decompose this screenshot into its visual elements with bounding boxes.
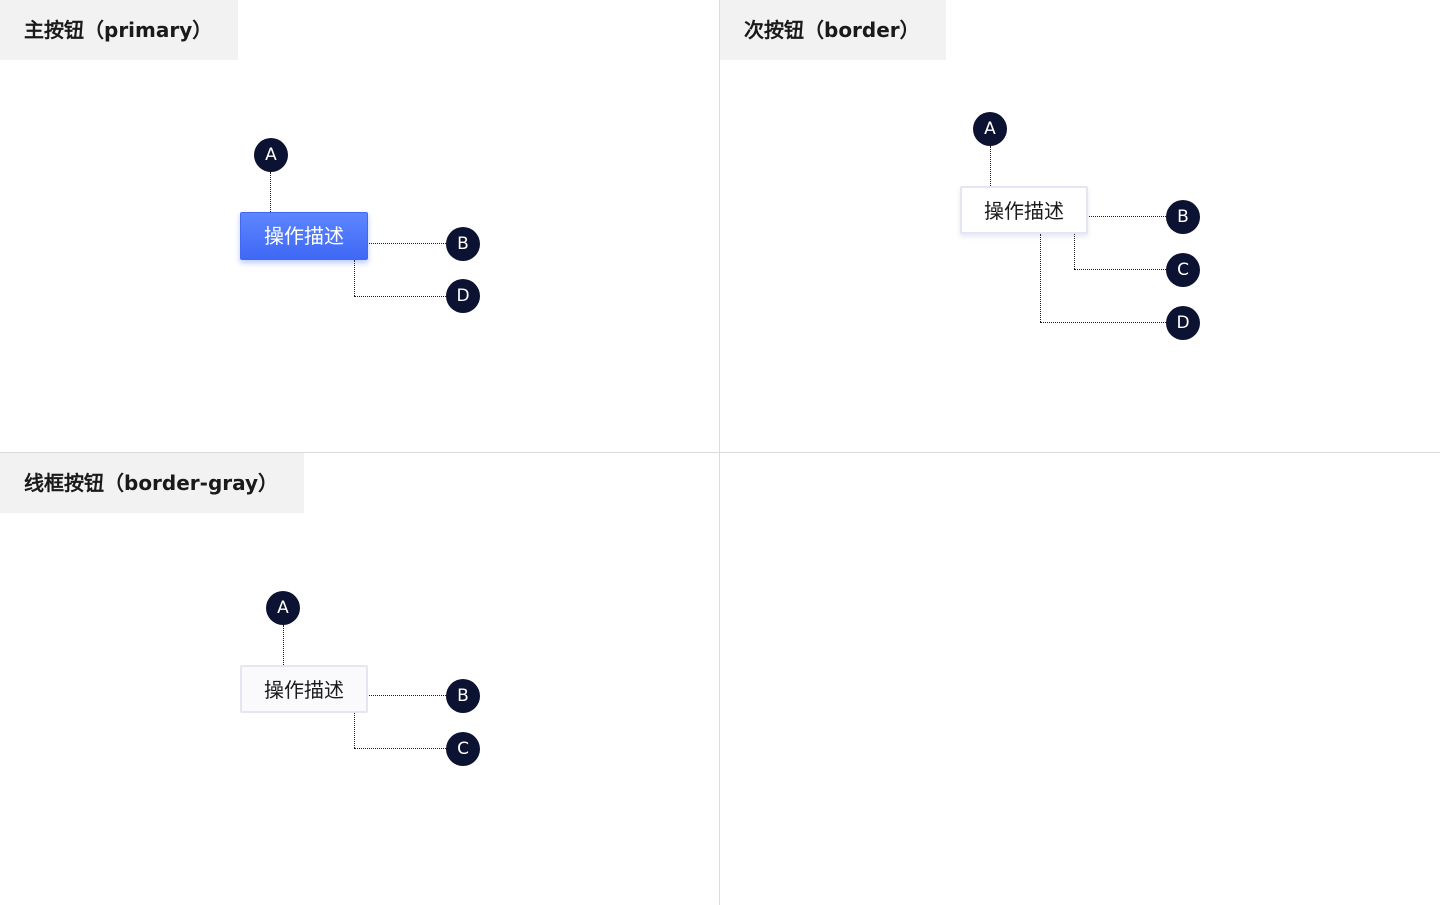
leader-a bbox=[283, 625, 284, 683]
marker-b: B bbox=[446, 227, 480, 261]
marker-a: A bbox=[973, 112, 1007, 146]
leader-c-vertical bbox=[1074, 234, 1075, 269]
border-gray-button-panel: 线框按钮（border-gray） 操作描述 A B C bbox=[0, 453, 719, 905]
leader-c-horizontal bbox=[354, 748, 448, 749]
primary-demo-button[interactable]: 操作描述 bbox=[240, 212, 368, 260]
leader-b bbox=[1076, 216, 1168, 217]
leader-a bbox=[270, 172, 271, 230]
marker-b: B bbox=[1166, 200, 1200, 234]
border-gray-demo-button[interactable]: 操作描述 bbox=[240, 665, 368, 713]
marker-d: D bbox=[1166, 306, 1200, 340]
empty-panel bbox=[720, 453, 1439, 905]
leader-a bbox=[990, 146, 991, 204]
panel-title: 线框按钮（border-gray） bbox=[0, 453, 305, 513]
marker-b: B bbox=[446, 679, 480, 713]
panel-title: 次按钮（border） bbox=[720, 0, 946, 60]
leader-d-horizontal bbox=[354, 296, 448, 297]
marker-c: C bbox=[446, 732, 480, 766]
border-button-panel: 次按钮（border） 操作描述 A B C D bbox=[720, 0, 1439, 452]
leader-b bbox=[356, 695, 448, 696]
marker-a: A bbox=[266, 591, 300, 625]
border-demo-button[interactable]: 操作描述 bbox=[960, 186, 1088, 234]
marker-c: C bbox=[1166, 253, 1200, 287]
primary-button-panel: 主按钮（primary） 操作描述 A B D bbox=[0, 0, 719, 452]
horizontal-divider bbox=[0, 452, 1440, 453]
leader-d-horizontal bbox=[1040, 322, 1168, 323]
leader-d-vertical bbox=[1040, 234, 1041, 322]
leader-c-vertical bbox=[354, 713, 355, 748]
marker-a: A bbox=[254, 138, 288, 172]
leader-c-horizontal bbox=[1074, 269, 1168, 270]
marker-d: D bbox=[446, 279, 480, 313]
panel-title: 主按钮（primary） bbox=[0, 0, 239, 60]
leader-b bbox=[356, 243, 448, 244]
leader-d-vertical bbox=[354, 260, 355, 296]
